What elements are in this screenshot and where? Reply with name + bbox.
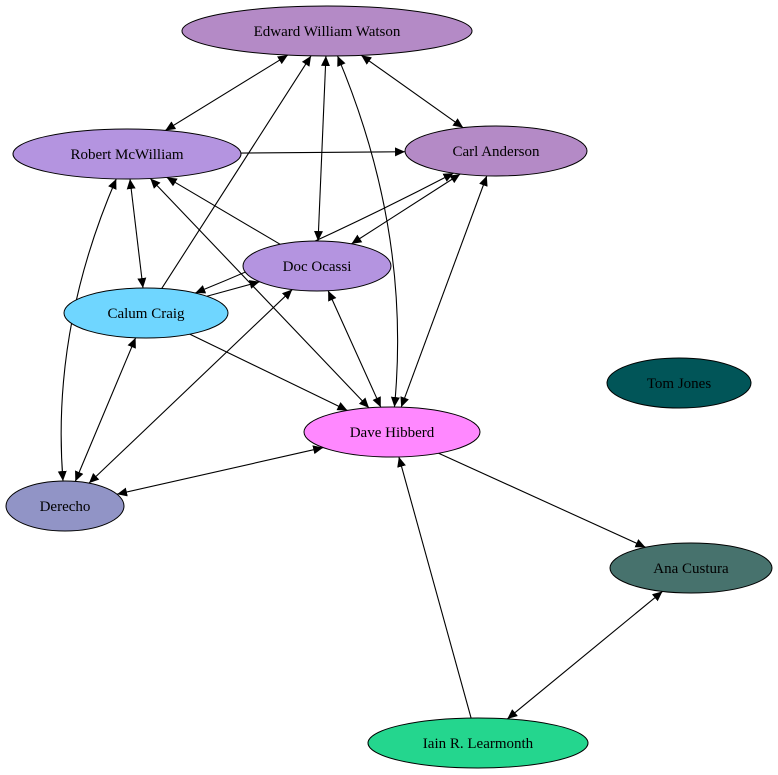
node-label: Ana Custura	[653, 561, 729, 577]
node-ellipse[interactable]	[609, 542, 773, 594]
edge-eww-to-rmw	[165, 54, 289, 131]
edge-ca-to-dh	[400, 175, 488, 408]
node-eww[interactable]: Edward William Watson	[181, 5, 473, 57]
edge-cc-to-do	[206, 280, 260, 297]
node-label: Robert McWilliam	[70, 147, 183, 163]
node-ellipse[interactable]	[63, 287, 229, 339]
node-der[interactable]: Derecho	[5, 480, 125, 532]
edge-eww-to-ca	[360, 54, 464, 129]
node-ellipse[interactable]	[181, 5, 473, 57]
node-label: Carl Anderson	[452, 144, 540, 160]
edge-eww-to-dh	[337, 55, 400, 408]
node-ellipse[interactable]	[12, 128, 242, 180]
edge-do-to-dh	[327, 290, 382, 408]
node-iain[interactable]: Iain R. Learmonth	[367, 717, 589, 769]
node-label: Calum Craig	[107, 306, 185, 322]
node-label: Iain R. Learmonth	[423, 736, 534, 752]
edge-dh-to-der	[116, 445, 324, 497]
node-ellipse[interactable]	[404, 125, 588, 177]
edge-iain-to-dh	[397, 456, 472, 719]
node-ca[interactable]: Carl Anderson	[404, 125, 588, 177]
node-ellipse[interactable]	[242, 240, 392, 292]
node-tj[interactable]: Tom Jones	[606, 357, 752, 409]
node-ellipse[interactable]	[5, 480, 125, 532]
node-ellipse[interactable]	[303, 406, 481, 458]
edge-cc-to-der	[74, 337, 137, 482]
node-dh[interactable]: Dave Hibberd	[303, 406, 481, 458]
node-label: Derecho	[40, 499, 91, 515]
node-ellipse[interactable]	[606, 357, 752, 409]
edges-layer	[57, 54, 663, 720]
edge-rmw-to-der	[57, 178, 117, 482]
edge-do-to-rmw	[166, 176, 281, 245]
node-label: Doc Ocassi	[283, 259, 352, 275]
node-label: Dave Hibberd	[350, 425, 435, 441]
node-label: Edward William Watson	[254, 24, 401, 40]
node-do[interactable]: Doc Ocassi	[242, 240, 392, 292]
node-cc[interactable]: Calum Craig	[63, 287, 229, 339]
edge-cc-to-dh	[189, 333, 348, 411]
node-ana[interactable]: Ana Custura	[609, 542, 773, 594]
edge-dh-to-ana	[438, 452, 646, 548]
node-rmw[interactable]: Robert McWilliam	[12, 128, 242, 180]
edge-eww-to-do	[313, 55, 331, 242]
edge-ana-to-iain	[506, 590, 663, 720]
edge-rmw-to-cc	[126, 178, 147, 289]
node-ellipse[interactable]	[367, 717, 589, 769]
node-label: Tom Jones	[647, 376, 712, 392]
edge-ca-to-do	[351, 173, 461, 245]
edge-rmw-to-ca	[240, 147, 406, 157]
